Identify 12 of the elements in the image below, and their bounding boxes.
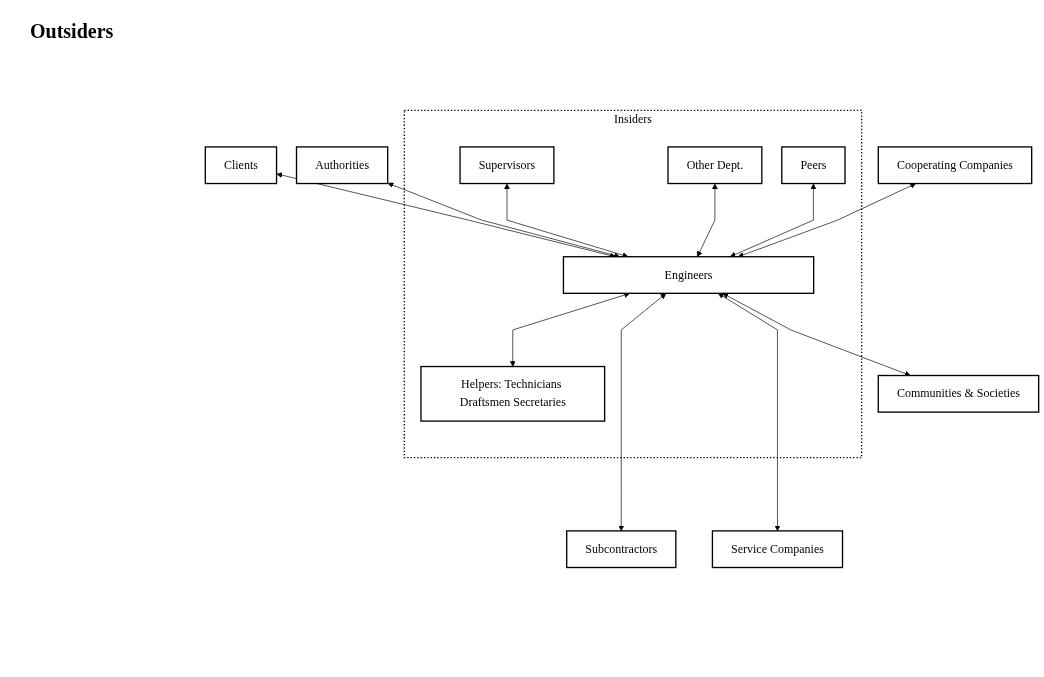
node-box: Clients: [204, 145, 278, 184]
group-label: Outsiders: [30, 20, 114, 43]
node-box: Cooperating Companies: [877, 145, 1033, 184]
node-box: Communities & Societies: [877, 374, 1040, 413]
node-box: Service Companies: [711, 529, 844, 568]
node-box: Subcontractors: [566, 529, 677, 568]
node-box: Supervisors: [459, 145, 555, 184]
node-box: Engineers: [562, 255, 815, 294]
node-box: Peers: [781, 145, 846, 184]
node-box: Helpers: Technicians Draftsmen Secretaries: [420, 365, 606, 422]
node-box: Other Dept.: [667, 145, 763, 184]
node-box: Authorities: [295, 145, 389, 184]
